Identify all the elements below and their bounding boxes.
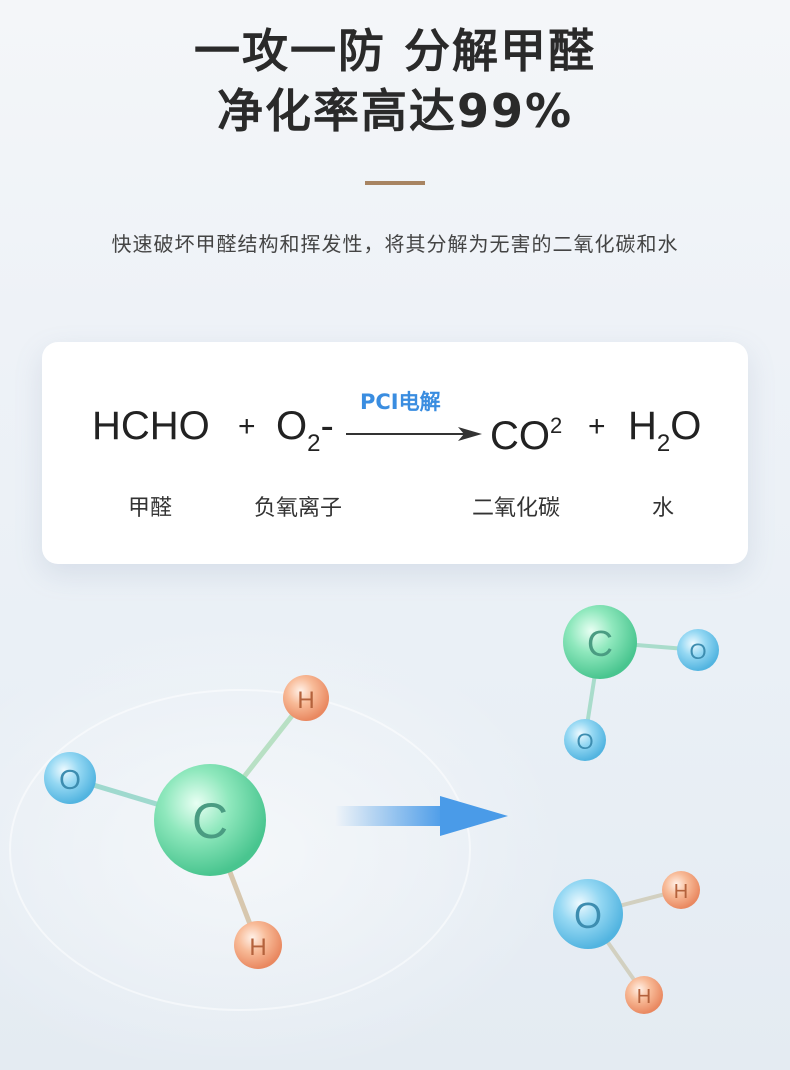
formula-o2-ion: O2- [276,406,334,464]
o2-charge: - [320,404,334,448]
transformation-arrow-icon [335,796,508,836]
co2-base: CO [490,414,550,458]
label-negative-oxygen-ion: 负氧离子 [254,496,343,521]
oxygen-atom-label: O [59,764,81,795]
label-formaldehyde: 甲醛 [128,496,173,521]
background-halo [0,620,570,1060]
background-ring [9,689,471,1011]
molecule-illustration: C O H H C O O O H H [0,605,719,1060]
oxygen-atom-label: O [576,729,593,754]
o2-subscript: 2 [307,430,321,457]
carbon-atom-icon [154,764,266,876]
plus-sign-2: + [588,410,606,443]
label-carbon-dioxide: 二氧化碳 [472,496,561,521]
label-water: 水 [652,496,675,521]
oxygen-atom-icon [564,719,606,761]
carbon-atom-icon [563,605,637,679]
formaldehyde-molecule: C O H H [44,675,329,969]
headline-line-2: 净化率高达99% [216,84,574,138]
oxygen-atom-label: O [574,895,602,936]
formula-h2o: H2O [628,406,701,464]
h2o-o: O [670,404,702,448]
headline-line-1: 一攻一防 分解甲醛 [193,24,596,78]
carbon-atom-label: C [192,793,228,849]
o2-base: O [276,404,308,448]
hydrogen-atom-label: H [637,986,651,1008]
hydrogen-atom-icon [625,976,663,1014]
hydrogen-atom-icon [234,921,282,969]
formula-hcho: HCHO [92,404,210,448]
hydrogen-atom-label: H [674,881,688,903]
equation-card: HCHO + O2- PCI电解 CO2 + H2O 甲醛 负氧离子 二氧化碳 … [42,342,748,564]
h2o-h: H [628,404,657,448]
carbon-dioxide-molecule: C O O [563,605,719,761]
oxygen-atom-icon [553,879,623,949]
oxygen-atom-label: O [689,639,706,664]
carbon-atom-label: C [587,623,613,664]
process-label: PCI电解 [360,390,441,414]
oxygen-atom-icon [677,629,719,671]
plus-sign-1: + [238,410,256,443]
formula-co2: CO2 [490,406,562,456]
divider [365,181,425,185]
oxygen-atom-icon [44,752,96,804]
hydrogen-atom-icon [662,871,700,909]
hydrogen-atom-icon [283,675,329,721]
hydrogen-atom-label: H [249,934,266,961]
hydrogen-atom-label: H [297,687,314,714]
co2-superscript: 2 [550,413,563,438]
reaction-arrow-icon [346,427,482,441]
water-molecule: O H H [553,871,700,1014]
subtitle: 快速破坏甲醛结构和挥发性，将其分解为无害的二氧化碳和水 [111,232,679,256]
h2o-subscript: 2 [656,430,671,457]
